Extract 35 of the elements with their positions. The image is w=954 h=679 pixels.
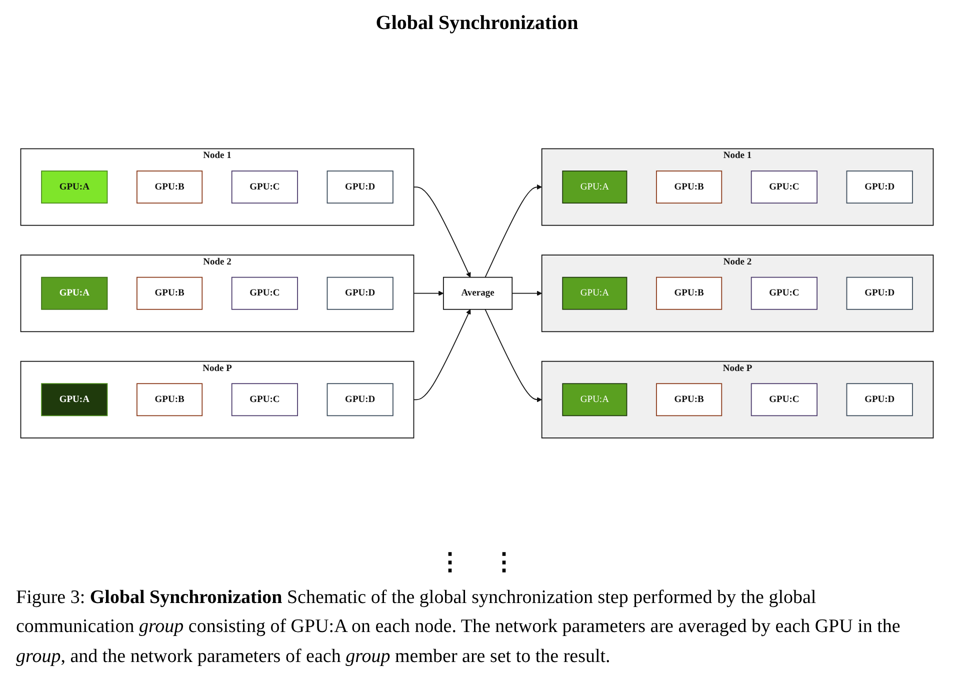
node-box: GPU:A [562,170,628,204]
node-box: GPU:C [231,170,298,204]
node-box: GPU:B [656,276,722,310]
node-box: GPU:A [41,383,108,416]
ellipsis-mark: ⋮ [438,548,462,577]
ellipsis-mark: ⋮ [492,548,516,577]
node-box: GPU:A [562,383,628,416]
node-box: GPU:D [326,170,394,204]
arrow [484,308,542,402]
node-box: GPU:D [846,276,913,310]
arrow [413,186,471,278]
node-box: GPU:A [41,276,108,310]
node-box: GPU:C [231,276,298,310]
arrow [413,309,471,400]
arrow [413,290,444,296]
node-box: GPU:A [562,276,628,310]
node-box: GPU:A [41,170,108,204]
node-box: GPU:C [750,170,818,204]
arrow [512,290,542,296]
node-box: Average [443,276,513,310]
figure-caption: Figure 3: Global Synchronization Schematic of the global synchronization step performed by the global communication group consisting of GPU:A on each node. The network parameters are averaged by each GPU in the group, and the network parameters of each group member are set to the result. [16,586,902,669]
node-box: GPU:B [136,383,203,416]
node-box: GPU:C [231,383,298,416]
diagram-title: Global Synchronization [376,12,578,35]
arrow [484,184,542,278]
node-box: GPU:B [136,170,203,204]
node-box: GPU:C [750,276,818,310]
node-box: GPU:D [326,383,394,416]
node-box: GPU:D [846,170,913,204]
node-box: GPU:B [656,383,722,416]
node-box: GPU:C [750,383,818,416]
node-box: GPU:D [326,276,394,310]
node-box: GPU:D [846,383,913,416]
node-box: GPU:B [656,170,722,204]
node-box: GPU:B [136,276,203,310]
